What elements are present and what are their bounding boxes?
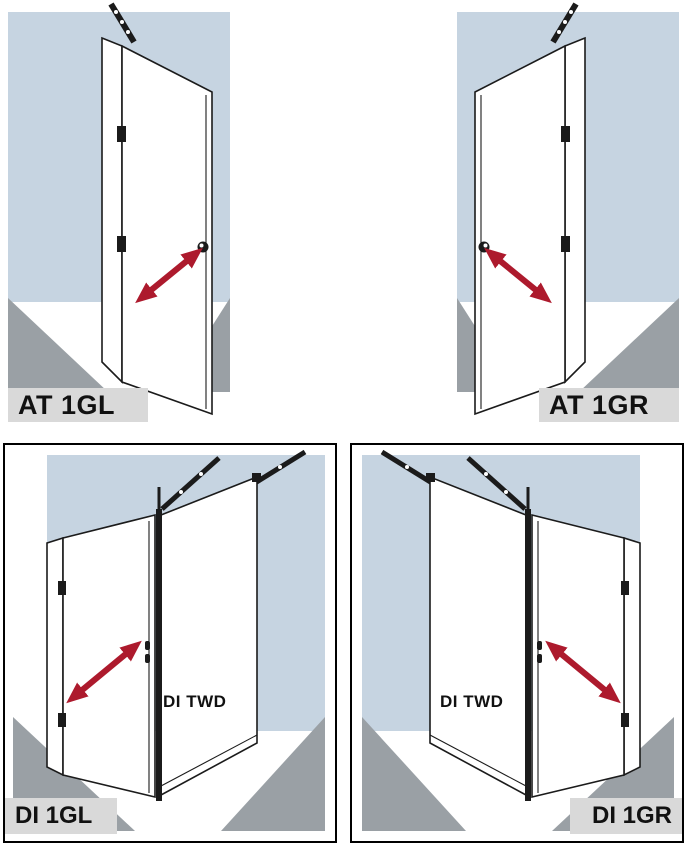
side-panel-frame-line [429, 734, 527, 787]
hinge-panel [564, 36, 586, 384]
swing-direction-arrow-icon [135, 247, 203, 304]
door-panel [474, 44, 566, 416]
hinge-icon [117, 126, 126, 142]
side-panel-label: DI TWD [163, 692, 227, 711]
swing-direction-arrow-icon [484, 247, 552, 304]
hinge-panel [101, 36, 123, 384]
label-at-1gl: AT 1GL [8, 388, 148, 422]
hinge-panel [623, 536, 641, 777]
diagram-di-1gl: DI TWD DI 1GL [3, 443, 337, 843]
swing-direction-arrow-icon [66, 640, 142, 704]
ceiling-brace-icon [253, 449, 307, 486]
diagram-at-1gr: AT 1GR [344, 0, 687, 432]
label-di-1gr: DI 1GR [570, 798, 682, 834]
side-panel-frame-line [160, 734, 258, 787]
corner-post [525, 509, 531, 801]
hinge-icon [561, 236, 570, 252]
swing-direction-arrow-icon [545, 640, 621, 704]
floor-left [362, 717, 466, 831]
corner-post [156, 509, 162, 801]
door-handle-icon [145, 641, 150, 663]
brace-bracket-icon [252, 473, 261, 482]
side-panel [429, 475, 527, 797]
door-knob-icon [478, 241, 490, 253]
diagram-at-1gl: AT 1GL [0, 0, 343, 432]
side-panel [160, 475, 258, 797]
ceiling-brace-icon [380, 449, 434, 486]
at-1gr-drawing [457, 2, 679, 416]
hinge-icon [58, 581, 66, 595]
di-1gr-drawing [362, 449, 674, 831]
floor-right [221, 717, 325, 831]
ceiling-brace-icon [160, 456, 221, 511]
door-panel [121, 44, 213, 416]
door-knob-icon [197, 241, 209, 253]
floor-right [579, 298, 679, 392]
label-at-1gr: AT 1GR [539, 388, 679, 422]
door-panel [62, 513, 156, 799]
door-handle-icon [537, 641, 542, 663]
hinge-icon [561, 126, 570, 142]
hinge-icon [621, 581, 629, 595]
di-1gl-drawing [13, 449, 325, 831]
door-panel [531, 513, 625, 799]
ceiling-brace-icon [466, 456, 527, 511]
ceiling-mount-icon [108, 2, 137, 44]
diagram-di-1gr: DI TWD DI 1GR [350, 443, 684, 843]
hinge-icon [117, 236, 126, 252]
at-1gl-drawing [8, 2, 230, 416]
side-panel-label: DI TWD [440, 692, 504, 711]
ceiling-mount-icon [550, 2, 579, 44]
floor-left [8, 298, 108, 392]
hinge-icon [58, 713, 66, 727]
hinge-panel [46, 536, 64, 777]
hinge-icon [621, 713, 629, 727]
label-di-1gl: DI 1GL [5, 798, 117, 834]
brace-bracket-icon [426, 473, 435, 482]
